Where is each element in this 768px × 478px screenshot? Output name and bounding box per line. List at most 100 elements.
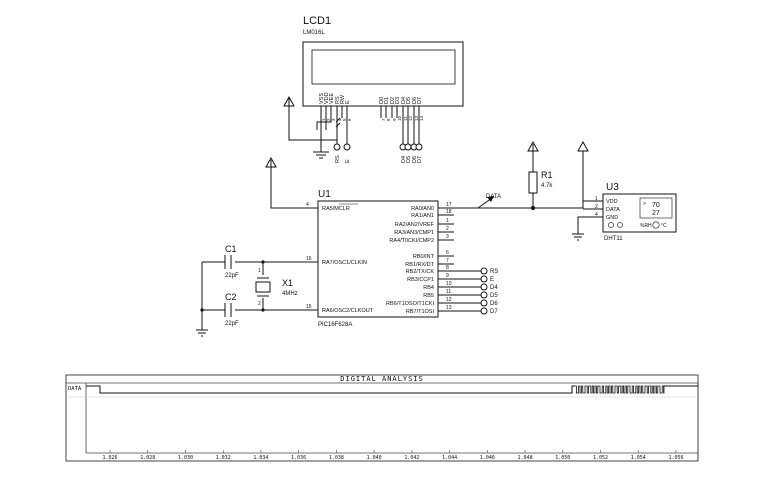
mcu-ref: U1	[318, 189, 331, 200]
lcd-pin-d5: D5	[406, 97, 412, 104]
lcd-terminal-e[interactable]	[343, 143, 351, 151]
mcu-pin-ra5-mclr: RA5/MCLR	[322, 206, 350, 212]
x1-body	[255, 281, 271, 293]
time-tick-label: 1.028	[140, 455, 155, 461]
c1-ref: C1	[225, 244, 237, 254]
mcu-terminal-d7[interactable]	[480, 307, 488, 315]
r1-body	[528, 171, 538, 194]
vcc-arrow-r1	[527, 140, 539, 152]
lcd-ref: LCD1	[303, 15, 331, 27]
mcu-pin-ra6-osc2-clkout: RA6/OSC2/CLKOUT	[322, 308, 374, 314]
sensor-unit-c: °C	[661, 223, 667, 229]
lcd-pin-num: 10	[397, 115, 402, 121]
lcd-pin-vdd: VDD	[324, 92, 330, 104]
lcd-pin-d3: D3	[395, 97, 401, 104]
lcd-terminal-rs[interactable]	[333, 143, 341, 151]
mcu-pin-ra0-an0: RA0/AN0	[411, 206, 434, 212]
mcu-u1[interactable]: U1 PIC16F628A 4RA5/MCLR16RA7/OSC1/CLKIN1…	[304, 189, 498, 328]
mcu-pin-rb0-int: RB0/INT	[413, 254, 435, 260]
lcd-pin-rw: RW	[340, 94, 346, 104]
lcd-pin-d0: D0	[379, 97, 385, 104]
resistor-r1[interactable]: R1 4.7k	[527, 140, 553, 208]
crystal-x1[interactable]: X1 4MHz	[255, 277, 298, 297]
lcd-pin-vss: VSS	[319, 93, 325, 104]
analyzer-title: DIGITAL ANALYSIS	[340, 375, 423, 383]
sensor-readout-top: 70	[652, 202, 660, 209]
capacitor-c2[interactable]: C2 22pF	[224, 292, 239, 327]
lcd-pin-d7: D7	[417, 97, 423, 104]
c2-value: 22pF	[225, 321, 239, 327]
lcd-pin-num: 13	[414, 115, 419, 121]
lcd-net-label: RS	[335, 155, 341, 163]
x1-pin1: 1	[258, 268, 261, 274]
mcu-terminal-rs[interactable]	[480, 267, 488, 275]
vcc-arrow-sensor	[577, 140, 589, 152]
lcd-pin-rs: RS	[335, 96, 341, 104]
sensor-unit-toggle[interactable]	[652, 221, 660, 229]
lcd-pin-num: 11	[403, 116, 408, 121]
mcu-pin-num: 13	[446, 305, 452, 311]
time-tick-label: 1.056	[668, 455, 683, 461]
mcu-terminal-e[interactable]	[480, 275, 488, 283]
lcd-module[interactable]: LCD1 LM016L VSS1VDD2VEE3RS4RW5E6D07D18D2…	[302, 15, 464, 121]
mcu-pin-num: 6	[446, 250, 449, 256]
x1-pin2: 2	[258, 301, 261, 307]
data-trace-burst	[575, 385, 665, 394]
r1-ref: R1	[541, 170, 553, 180]
mcu-pin-ra3-an3-cmp1: RA3/AN3/CMP1	[394, 230, 434, 236]
lcd-pin-vee: VEE	[329, 93, 335, 104]
mclr-wiring	[265, 156, 304, 209]
time-tick-label: 1.032	[216, 455, 231, 461]
lcd-pin-d6: D6	[412, 97, 418, 104]
mcu-pin-rb1-rx-dt: RB1/RX/DT	[405, 262, 434, 268]
mcu-pin-rb4: RB4	[423, 285, 434, 291]
lcd-pin-num: 6	[347, 118, 352, 121]
time-tick-label: 1.042	[404, 455, 419, 461]
time-tick-label: 1.038	[329, 455, 344, 461]
mcu-terminal-d5[interactable]	[480, 291, 488, 299]
lcd-pin-num: 12	[408, 115, 413, 121]
mcu-body	[317, 200, 439, 318]
lcd-net-label: D5	[406, 156, 412, 163]
mcu-pin-rb7-t1osi: RB7/T1OSI	[406, 309, 435, 315]
lcd-net-label: E	[345, 159, 351, 163]
mcu-pin-num: 15	[306, 304, 312, 310]
lcd-model: LM016L	[303, 30, 325, 36]
sensor-pin-num: 4	[595, 212, 598, 218]
mcu-pin-num: 3	[446, 234, 449, 240]
sensor-pin-data: DATA	[606, 207, 620, 213]
mcu-pin-num: 9	[446, 273, 449, 279]
mcu-terminal-d6[interactable]	[480, 299, 488, 307]
oscillator-circuit: 1 2	[196, 260, 304, 337]
mcu-pin-num: 11	[446, 289, 451, 295]
mcu-port-label: D6	[490, 301, 498, 307]
lcd-terminal-d7[interactable]	[415, 143, 423, 151]
mcu-left-pins: 4RA5/MCLR16RA7/OSC1/CLKIN15RA6/OSC2/CLKO…	[304, 202, 374, 314]
x1-value: 4MHz	[282, 291, 298, 297]
mcu-port-label: E	[490, 277, 494, 283]
mcu-pin-rb6-t1oso-t1cki: RB6/T1OSO/T1CKI	[386, 301, 434, 307]
mcu-pin-ra2-an2-vref: RA2/AN2/VREF	[395, 222, 435, 228]
lcd-pin-num: 14	[419, 115, 424, 121]
c1-value: 22pF	[225, 273, 239, 279]
time-tick-label: 1.040	[367, 455, 382, 461]
lcd-net-label: D6	[412, 156, 418, 163]
lcd-pin-num: 2	[326, 118, 331, 121]
mcu-pin-num: 16	[306, 256, 312, 262]
mcu-pin-num: 8	[446, 265, 449, 271]
sensor-down-button[interactable]	[608, 222, 614, 228]
mcu-terminal-d4[interactable]	[480, 283, 488, 291]
capacitor-c1[interactable]: C1 22pF	[224, 244, 239, 279]
analyzer-channel-label: DATA	[68, 386, 82, 392]
lcd-screen	[311, 49, 456, 85]
mcu-port-label: D5	[490, 293, 498, 299]
mcu-pin-num: 2	[446, 226, 449, 232]
time-tick-label: 1.030	[178, 455, 193, 461]
lcd-terminal-d5[interactable]	[404, 143, 412, 151]
sensor-up-button[interactable]	[617, 222, 623, 228]
mcu-pin-rb2-tx-ck: RB2/TX/CK	[406, 269, 435, 275]
